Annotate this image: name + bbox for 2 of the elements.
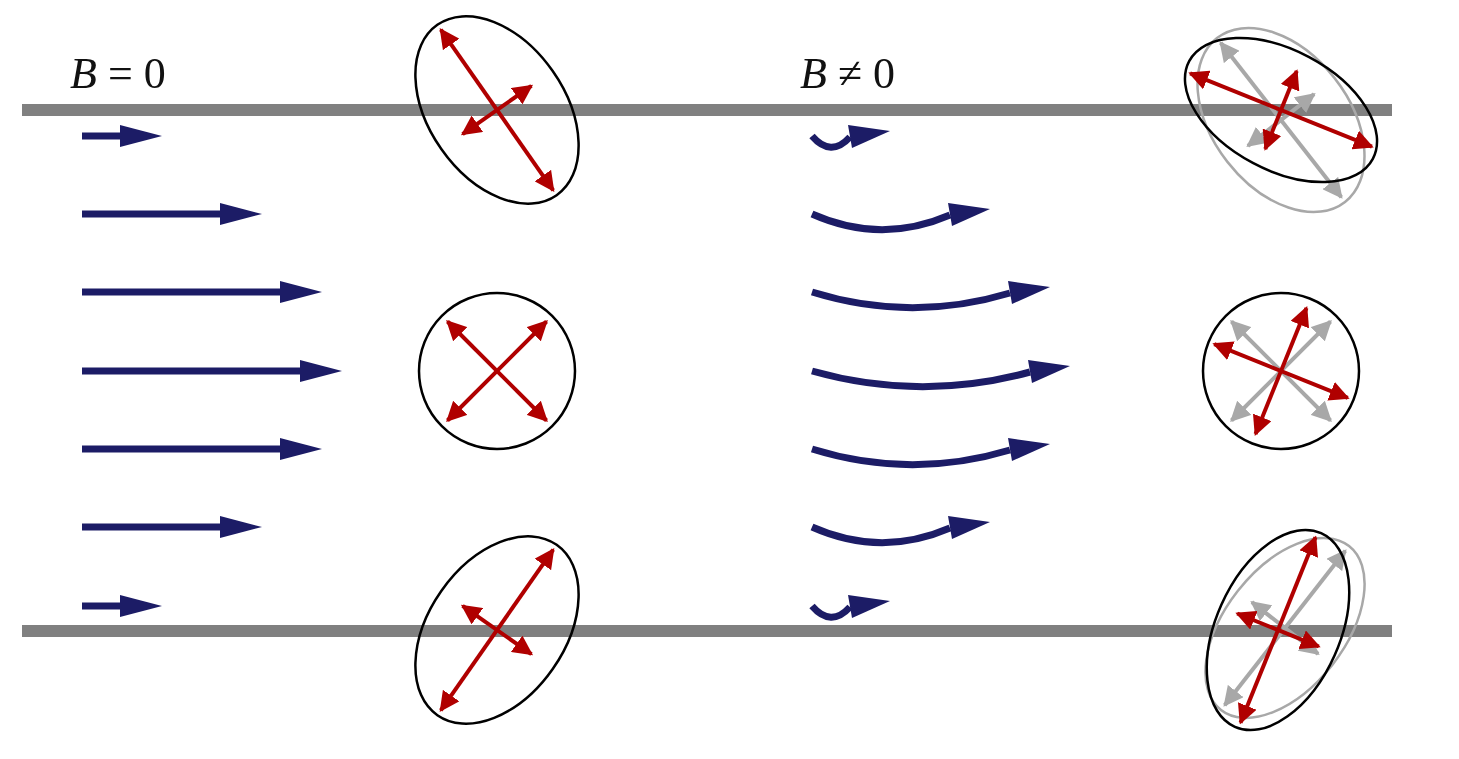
field-label: B ≠ 0 <box>800 52 896 96</box>
field-label: B = 0 <box>70 52 166 96</box>
